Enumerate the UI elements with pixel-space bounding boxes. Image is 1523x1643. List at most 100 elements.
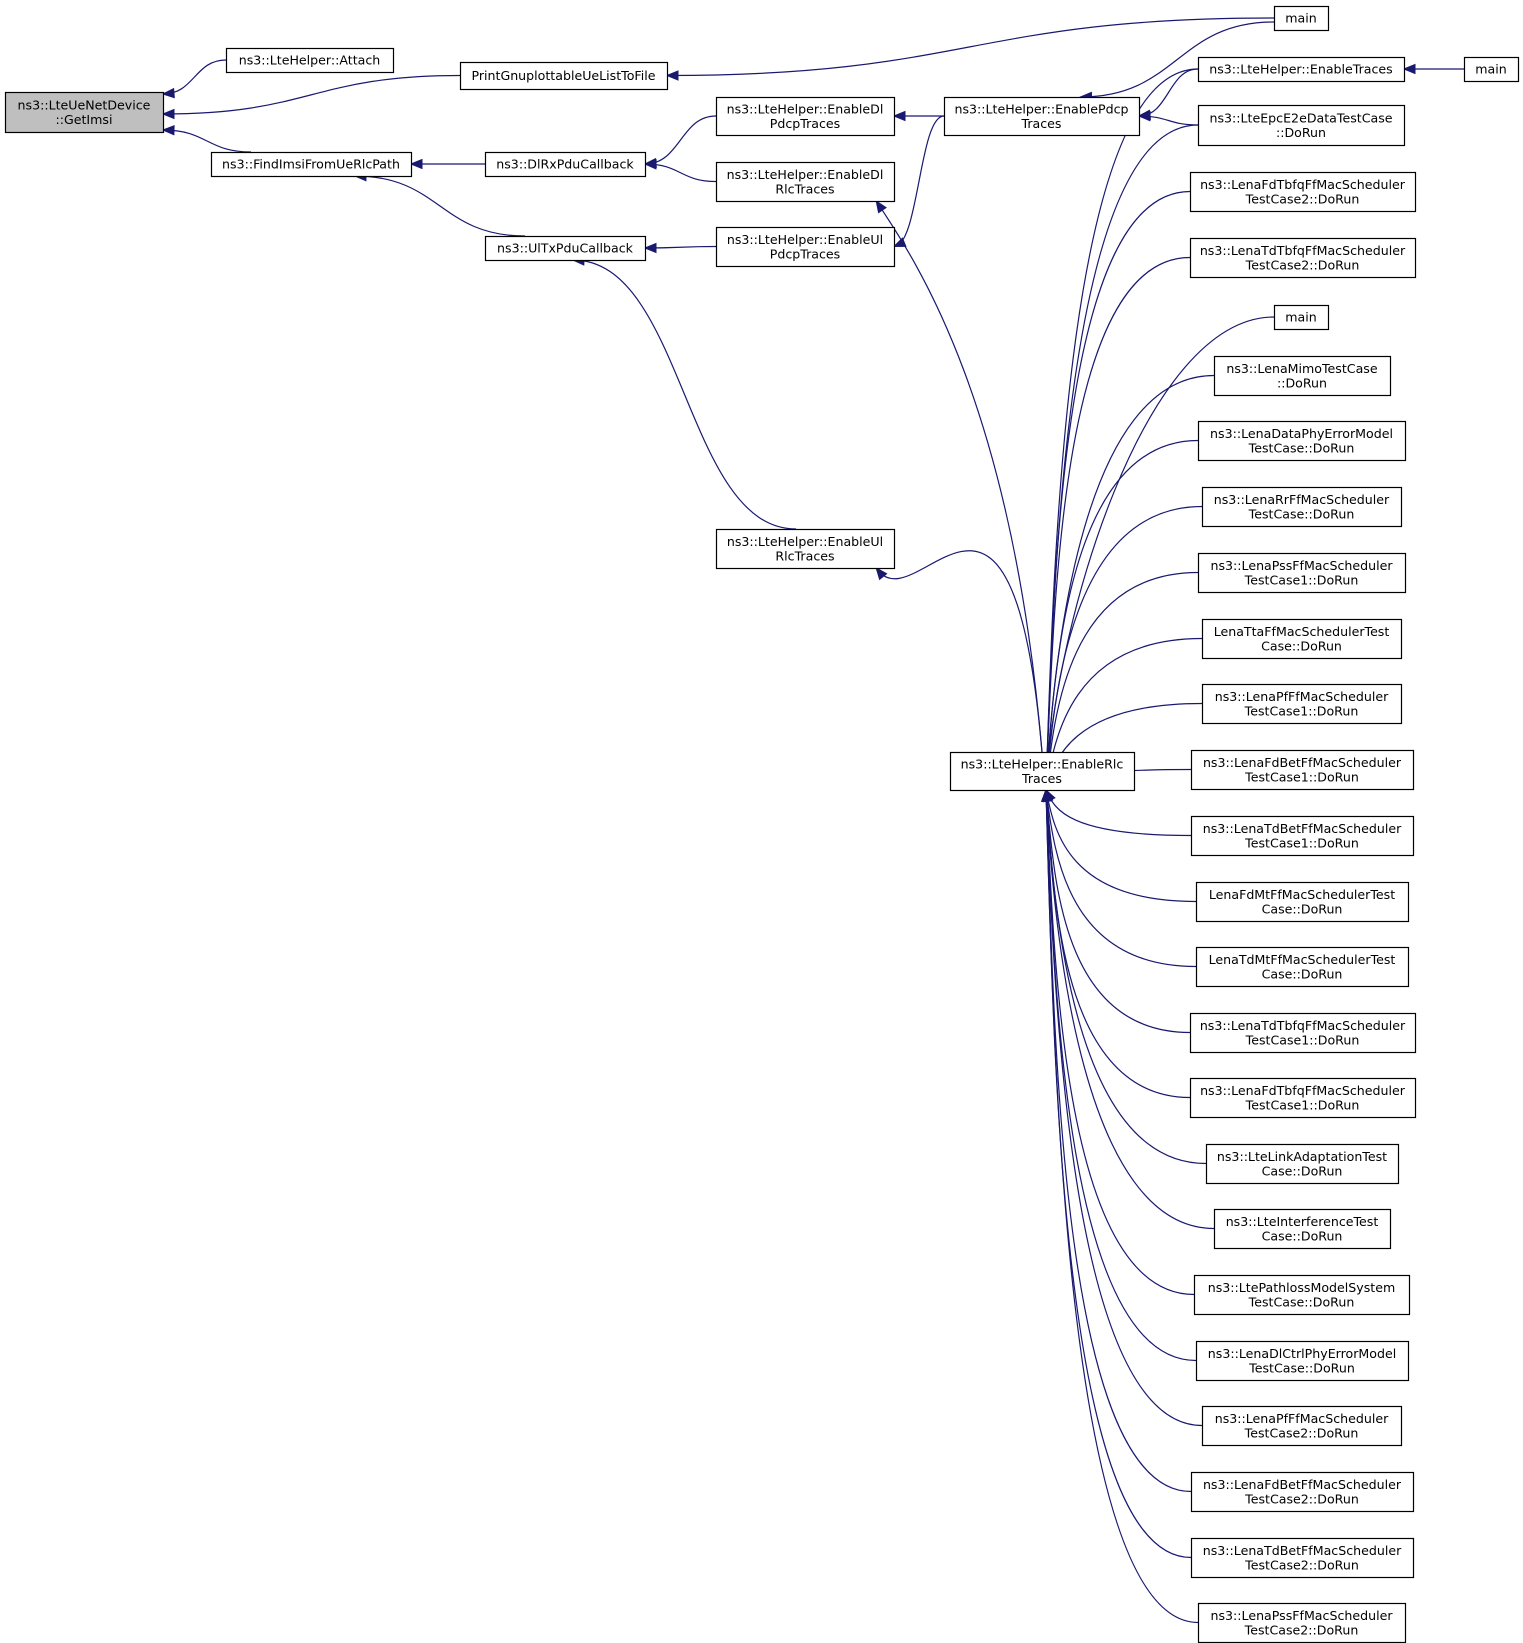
edge-rr-to-enrlc <box>1045 505 1203 791</box>
node-label: ns3::LteHelper::EnablePdcp <box>954 101 1128 116</box>
node-box-dlrx <box>484 151 647 178</box>
node-pss2[interactable]: ns3::LenaPssFfMacSchedulerTestCase2::DoR… <box>1197 1602 1407 1643</box>
node-label: TestCase1::DoRun <box>1244 769 1359 784</box>
node-label: Case::DoRun <box>1262 966 1343 981</box>
edge-e2e-to-enrlc <box>1045 124 1199 791</box>
node-dlrx[interactable]: ns3::DlRxPduCallback <box>484 151 647 178</box>
arrowhead-enulpdcp-to-ultx <box>643 242 657 254</box>
edge-pss2-to-enrlc <box>1045 789 1199 1624</box>
node-e2e[interactable]: ns3::LteEpcE2eDataTestCase::DoRun <box>1197 104 1406 147</box>
node-box-root <box>4 91 165 134</box>
edge-fdtbfq2-to-enrlc <box>1045 190 1191 791</box>
node-findimsi[interactable]: ns3::FindImsiFromUeRlcPath <box>210 151 413 178</box>
node-label: ::DoRun <box>1276 125 1326 140</box>
node-label: ns3::LteHelper::EnableUl <box>727 232 883 247</box>
node-label: main <box>1285 310 1316 325</box>
node-label: TestCase::DoRun <box>1248 1360 1355 1375</box>
node-dataphy[interactable]: ns3::LenaDataPhyErrorModelTestCase::DoRu… <box>1197 420 1407 462</box>
node-main2[interactable]: main <box>1463 56 1520 83</box>
node-fdtbfq1[interactable]: ns3::LenaFdTbfqFfMacSchedulerTestCase1::… <box>1189 1077 1417 1119</box>
node-box-dataphy <box>1197 420 1407 462</box>
node-label: Traces <box>1021 771 1062 786</box>
node-box-interf <box>1213 1208 1392 1250</box>
node-box-fdmt <box>1195 881 1410 923</box>
node-label: PdcpTraces <box>770 246 840 261</box>
node-label: ns3::LenaRrFfMacScheduler <box>1214 492 1390 507</box>
node-box-endlpdcp <box>715 96 896 137</box>
node-dlctrl[interactable]: ns3::LenaDlCtrlPhyErrorModelTestCase::Do… <box>1195 1340 1410 1382</box>
node-label: ns3::LenaFdBetFfMacScheduler <box>1203 755 1402 770</box>
edge-tdbet2-to-enrlc <box>1045 789 1192 1559</box>
node-box-pathloss <box>1193 1274 1411 1316</box>
node-label: ns3::LenaPfFfMacScheduler <box>1215 689 1389 704</box>
node-box-pss1 <box>1197 552 1407 594</box>
node-attach[interactable]: ns3::LteHelper::Attach <box>225 47 395 74</box>
arrowhead-enpdcp-to-endlpdcp <box>892 110 906 122</box>
arrowhead-main2-to-entraces <box>1402 63 1416 75</box>
node-entraces[interactable]: ns3::LteHelper::EnableTraces <box>1197 56 1406 83</box>
edge-enulrlc-to-ultx <box>572 259 797 530</box>
node-label: ns3::LteHelper::Attach <box>239 53 381 68</box>
node-main1[interactable]: main <box>1273 5 1330 32</box>
node-label: TestCase1::DoRun <box>1244 703 1359 718</box>
arrowhead-attach-to-root <box>161 87 175 99</box>
node-label: TestCase::DoRun <box>1248 506 1355 521</box>
node-main3[interactable]: main <box>1273 304 1330 331</box>
node-fdbet2[interactable]: ns3::LenaFdBetFfMacSchedulerTestCase2::D… <box>1190 1471 1415 1513</box>
node-label: ::GetImsi <box>56 112 113 127</box>
node-pf1[interactable]: ns3::LenaPfFfMacSchedulerTestCase1::DoRu… <box>1201 683 1403 725</box>
node-label: TestCase2::DoRun <box>1245 191 1360 206</box>
node-label: ns3::LenaTdTbfqFfMacScheduler <box>1200 1018 1406 1033</box>
node-box-pf1 <box>1201 683 1403 725</box>
node-box-enrlc <box>949 751 1136 792</box>
arrowhead-e2e-to-enpdcp <box>1137 111 1151 122</box>
node-label: ns3::LenaTdTbfqFfMacScheduler <box>1200 243 1406 258</box>
node-box-pf2 <box>1201 1405 1403 1447</box>
node-mimo[interactable]: ns3::LenaMimoTestCase::DoRun <box>1213 355 1392 397</box>
node-label: Case::DoRun <box>1262 901 1343 916</box>
node-label: ns3::FindImsiFromUeRlcPath <box>222 157 400 172</box>
node-label: Case::DoRun <box>1262 1163 1343 1178</box>
node-label: TestCase2::DoRun <box>1244 1622 1359 1637</box>
node-label: ns3::LteEpcE2eDataTestCase <box>1209 110 1392 125</box>
node-fdbet1[interactable]: ns3::LenaFdBetFfMacSchedulerTestCase1::D… <box>1190 749 1415 791</box>
node-printgnu[interactable]: PrintGnuplottableUeListToFile <box>459 61 669 91</box>
edge-interf-to-enrlc <box>1045 789 1215 1230</box>
node-label: RlcTraces <box>775 548 834 563</box>
node-box-e2e <box>1197 104 1406 147</box>
node-root[interactable]: ns3::LteUeNetDevice::GetImsi <box>4 91 165 134</box>
node-fdtbfq2[interactable]: ns3::LenaFdTbfqFfMacSchedulerTestCase2::… <box>1189 171 1417 213</box>
node-label: TestCase1::DoRun <box>1245 1032 1360 1047</box>
node-box-tdmt <box>1195 946 1410 988</box>
node-box-fdtbfq1 <box>1189 1077 1417 1119</box>
node-tdbet2[interactable]: ns3::LenaTdBetFfMacSchedulerTestCase2::D… <box>1190 1537 1415 1579</box>
node-pathloss[interactable]: ns3::LtePathlossModelSystemTestCase::DoR… <box>1193 1274 1411 1316</box>
node-label: TestCase2::DoRun <box>1244 1491 1359 1506</box>
node-label: ns3::LteLinkAdaptationTest <box>1217 1149 1387 1164</box>
node-pf2[interactable]: ns3::LenaPfFfMacSchedulerTestCase2::DoRu… <box>1201 1405 1403 1447</box>
node-box-dlctrl <box>1195 1340 1410 1382</box>
node-tdtbfq2[interactable]: ns3::LenaTdTbfqFfMacSchedulerTestCase2::… <box>1189 237 1417 279</box>
edge-printgnu-to-root <box>162 74 461 115</box>
edge-pathloss-to-enrlc <box>1045 789 1195 1296</box>
node-tdbet1[interactable]: ns3::LenaTdBetFfMacSchedulerTestCase1::D… <box>1190 815 1415 857</box>
edge-fdbet2-to-enrlc <box>1045 789 1192 1493</box>
node-tdtbfq1[interactable]: ns3::LenaTdTbfqFfMacSchedulerTestCase1::… <box>1189 1012 1417 1054</box>
node-ultx[interactable]: ns3::UlTxPduCallback <box>484 235 647 262</box>
node-pss1[interactable]: ns3::LenaPssFfMacSchedulerTestCase1::DoR… <box>1197 552 1407 594</box>
node-label: RlcTraces <box>775 181 834 196</box>
edge-enrlc-to-enulrlc <box>875 550 1043 753</box>
edge-fdtbfq1-to-enrlc <box>1045 789 1191 1099</box>
